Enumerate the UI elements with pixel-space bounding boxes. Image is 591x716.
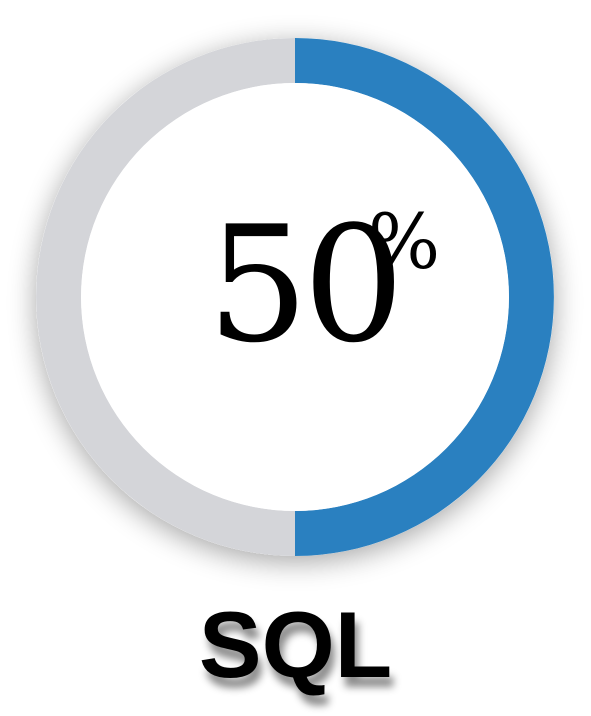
percent-sign: % [368, 197, 441, 286]
gauge-center [81, 83, 509, 511]
gauge-track-arc [36, 38, 295, 556]
donut-svg [36, 38, 554, 556]
donut-ring: 50 % [36, 38, 554, 556]
gauge-fill-arc [295, 38, 554, 556]
percent-value: 50 [207, 191, 405, 378]
skill-label: SQL [198, 592, 393, 697]
